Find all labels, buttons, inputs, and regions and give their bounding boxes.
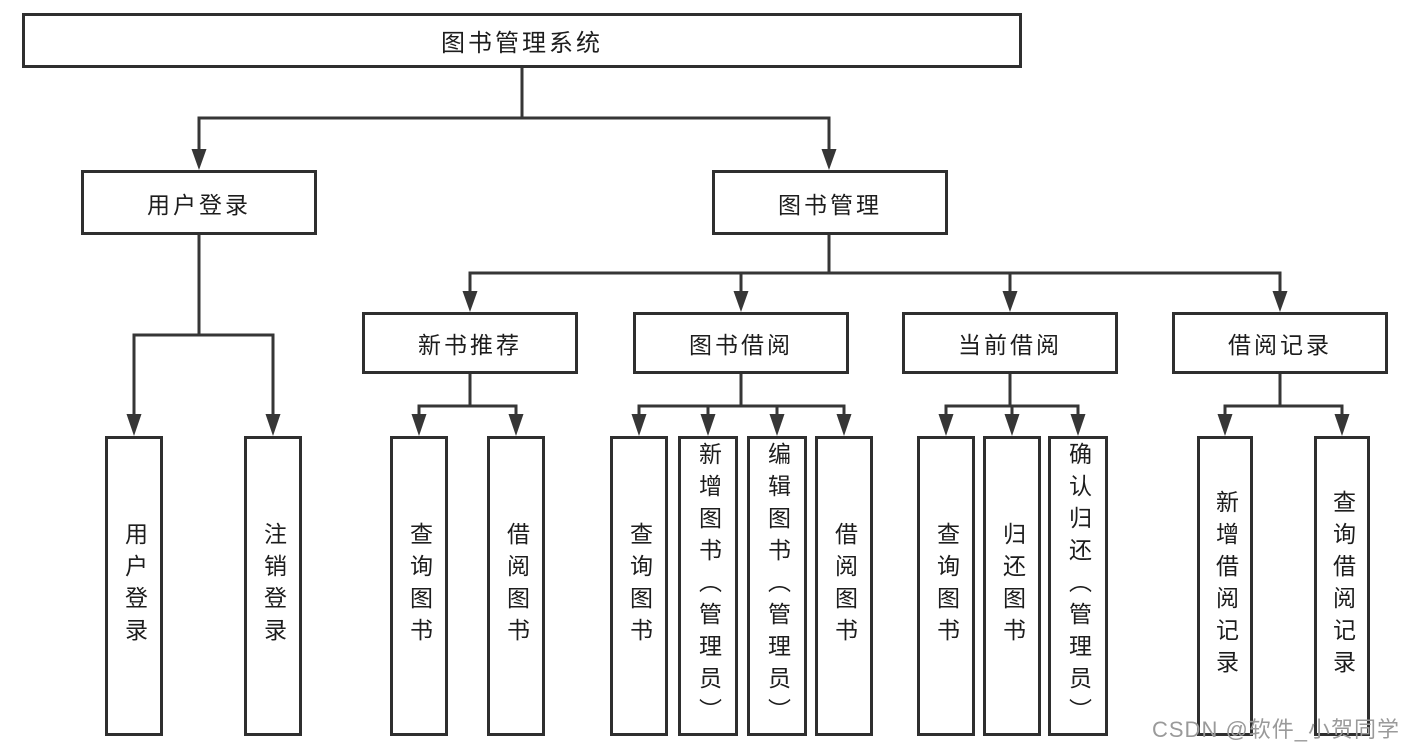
leaf-label: 用户登录 (121, 522, 148, 650)
csdn-watermark: CSDN @软件_小贺同学 (1152, 717, 1401, 742)
leaf-user-login: 用户登录 (105, 436, 163, 736)
node-new-book-recommend: 新书推荐 (362, 312, 578, 374)
leaf-borrow-books-recommend: 借阅图书 (487, 436, 545, 736)
node-label: 用户登录 (147, 191, 251, 218)
leaf-label: 查询图书 (626, 522, 653, 650)
node-label: 图书管理系统 (441, 30, 603, 57)
node-user-login: 用户登录 (81, 170, 317, 235)
node-label: 图书管理 (778, 191, 882, 218)
node-book-borrowing: 图书借阅 (633, 312, 849, 374)
node-label: 图书借阅 (689, 332, 793, 358)
leaf-label: 注销登录 (260, 522, 287, 650)
leaf-label: 确认归还（管理员） (1065, 442, 1092, 730)
leaf-add-book-admin: 新增图书（管理员） (678, 436, 738, 736)
leaf-label: 新增借阅记录 (1212, 490, 1239, 682)
leaf-label: 借阅图书 (503, 522, 530, 650)
node-borrowing-records: 借阅记录 (1172, 312, 1388, 374)
leaf-query-books-recommend: 查询图书 (390, 436, 448, 736)
leaf-edit-book-admin: 编辑图书（管理员） (747, 436, 807, 736)
leaf-query-books-borrowing: 查询图书 (610, 436, 668, 736)
leaf-query-borrow-record: 查询借阅记录 (1314, 436, 1370, 736)
node-label: 借阅记录 (1228, 332, 1332, 358)
node-label: 新书推荐 (418, 332, 522, 358)
leaf-label: 查询图书 (406, 522, 433, 650)
leaf-borrow-books-borrowing: 借阅图书 (815, 436, 873, 736)
leaf-add-borrow-record: 新增借阅记录 (1197, 436, 1253, 736)
leaf-query-books-current: 查询图书 (917, 436, 975, 736)
leaf-label: 查询图书 (933, 522, 960, 650)
leaf-label: 新增图书（管理员） (695, 442, 722, 730)
leaf-confirm-return-admin: 确认归还（管理员） (1048, 436, 1108, 736)
leaf-label: 编辑图书（管理员） (764, 442, 791, 730)
leaf-return-books: 归还图书 (983, 436, 1041, 736)
leaf-label: 借阅图书 (831, 522, 858, 650)
leaf-label: 归还图书 (999, 522, 1026, 650)
node-book-management: 图书管理 (712, 170, 948, 235)
leaf-logout: 注销登录 (244, 436, 302, 736)
node-library-management-system: 图书管理系统 (22, 13, 1022, 68)
node-label: 当前借阅 (958, 332, 1062, 358)
leaf-label: 查询借阅记录 (1329, 490, 1356, 682)
node-current-borrowing: 当前借阅 (902, 312, 1118, 374)
